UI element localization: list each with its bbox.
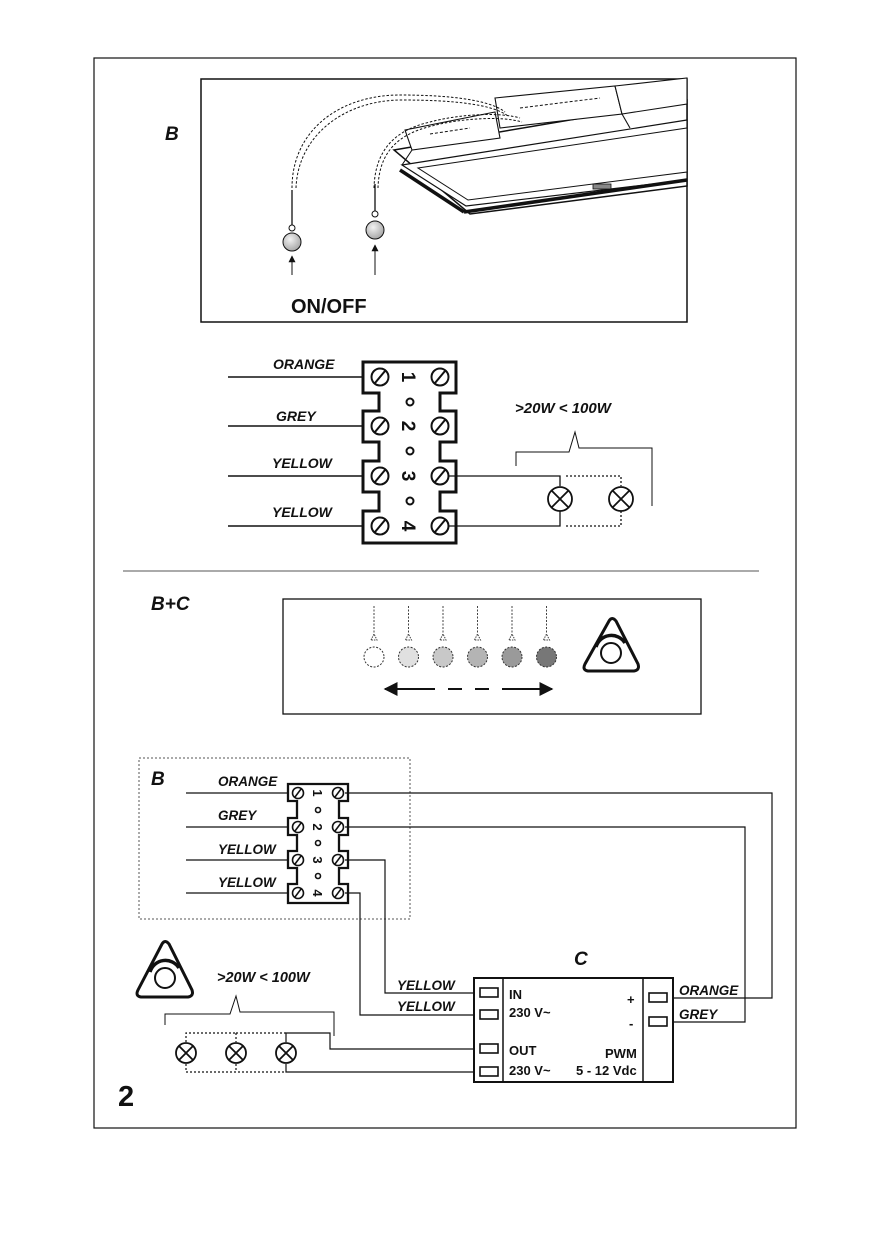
bulb-cap	[404, 632, 413, 641]
minus-label: -	[629, 1016, 633, 1031]
plus-label: +	[627, 992, 635, 1007]
section-b-label: B	[165, 124, 179, 145]
svg-text:3: 3	[310, 856, 325, 863]
wire-label-grey: GREY	[218, 808, 258, 823]
terminal-block-large: ORANGE GREY YELLOW YELLOW 1 2 3 4	[228, 356, 653, 545]
bulb-icon[interactable]	[365, 220, 385, 240]
on-off-label: ON/OFF	[291, 296, 367, 318]
svg-text:2: 2	[397, 421, 418, 432]
dim-bulb-2	[398, 646, 419, 668]
terminal-numbers: 1 2 3 4	[397, 372, 418, 532]
wire-label-orange: ORANGE	[273, 356, 335, 372]
wiring-bc: B ORANGE GREY YELLOW YELLOW 1 2	[135, 757, 773, 1083]
pull-switch-1[interactable]	[282, 190, 302, 275]
dimmer-icon	[582, 617, 640, 673]
dim-bulb-6	[536, 646, 557, 668]
svg-text:4: 4	[397, 521, 418, 532]
in-label: IN	[509, 987, 522, 1002]
wire-label-grey: GREY	[679, 1007, 719, 1022]
load-range-label: >20W < 100W	[217, 970, 311, 986]
in-voltage: 230 V~	[509, 1005, 551, 1020]
svg-text:1: 1	[310, 789, 325, 796]
svg-text:1: 1	[397, 372, 418, 383]
dimming-frame	[282, 598, 702, 715]
pwm-range: 5 - 12 Vdc	[576, 1063, 637, 1078]
out-label: OUT	[509, 1043, 537, 1058]
bulb-cap	[542, 632, 551, 641]
wire-label-yellow: YELLOW	[218, 875, 277, 890]
bulb-icon[interactable]	[282, 232, 302, 252]
page-frame	[93, 57, 797, 1129]
load-range-label: >20W < 100W	[515, 400, 613, 417]
svg-text:4: 4	[310, 889, 325, 897]
bulb-cap	[439, 632, 447, 641]
bulb-cap	[370, 632, 378, 641]
wire-label-yellow: YELLOW	[397, 999, 456, 1014]
out-voltage: 230 V~	[509, 1063, 551, 1078]
wire-label-grey: GREY	[276, 408, 317, 424]
pull-switch-2[interactable]	[365, 184, 385, 275]
pwm-label: PWM	[605, 1046, 637, 1061]
section-bc-illustration: B+C	[151, 594, 702, 715]
wire-label-yellow: YELLOW	[272, 504, 334, 520]
svg-text:3: 3	[397, 471, 418, 482]
dim-bulb-5	[501, 646, 523, 668]
section-bc-label: B+C	[151, 594, 190, 615]
dim-bulb-4	[467, 646, 488, 668]
illustration-frame	[200, 78, 688, 323]
wire-label-yellow: YELLOW	[272, 455, 334, 471]
hood-panel	[392, 77, 688, 215]
dimmer-icon	[135, 940, 194, 999]
dim-bulb-3	[432, 646, 454, 668]
page-number: 2	[118, 1081, 134, 1113]
bulb-cap	[508, 632, 516, 641]
wire-label-yellow: YELLOW	[218, 842, 277, 857]
terminal-numbers-small: 1 2 3 4	[310, 789, 325, 897]
wire-label-orange: ORANGE	[679, 983, 739, 998]
pull-cords	[291, 94, 523, 189]
block-b-label: B	[151, 769, 165, 790]
section-b-illustration: B	[165, 77, 688, 323]
driver-label: C	[574, 949, 588, 970]
svg-text:2: 2	[310, 823, 325, 830]
bulb-cap	[473, 632, 482, 641]
dim-bulb-1	[363, 646, 385, 668]
terminal-screws	[370, 367, 450, 536]
terminal-screws-small	[291, 786, 345, 900]
wire-label-orange: ORANGE	[218, 774, 278, 789]
dimming-bulbs	[363, 606, 557, 668]
wire-label-yellow: YELLOW	[397, 978, 456, 993]
driver-c: C IN 230 V~ OUT 230 V~ + - PWM 5 - 12 Vd…	[397, 949, 739, 1083]
